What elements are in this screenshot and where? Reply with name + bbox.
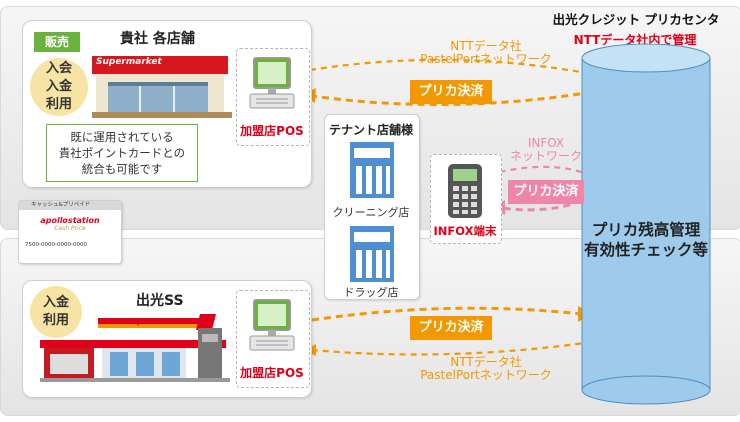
circle-line: 入金 <box>45 79 72 94</box>
bottom-network-line2: PastelPortネットワーク <box>420 368 552 382</box>
infox-payment-arrow <box>499 193 593 212</box>
bottom-network-line1: NTTデータ社 <box>450 355 522 369</box>
tenant-title: テナント店舗様 <box>328 123 413 137</box>
infox-network-line2: ネットワーク <box>509 149 582 163</box>
top-usage-circle: 入会 入金 利用 <box>30 58 88 116</box>
top-network-line2: PastelPortネットワーク <box>420 52 552 66</box>
top-network-label: NTTデータ社 PastelPortネットワーク <box>396 40 576 66</box>
note-line: 既に運用されている <box>70 130 174 144</box>
note-line: 統合も可能です <box>81 162 163 176</box>
circle-line: 入会 <box>45 61 72 76</box>
bottom-payment-pill: プリカ決済 <box>410 316 492 340</box>
center-label-line1: プリカ残高管理 <box>591 221 701 239</box>
top-payment-pill: プリカ決済 <box>410 80 492 104</box>
integration-note: 既に運用されている 貴社ポイントカードとの 統合も可能です <box>46 124 198 182</box>
infox-network-line1: INFOX <box>527 136 565 150</box>
ss-brand-text: apollostation <box>132 317 192 326</box>
card-brand: apollostation <box>40 216 100 225</box>
card-sub: Cash Price <box>54 225 86 232</box>
card-header: キャッシュ&プリペイド <box>19 201 121 210</box>
card-number: 7500-0000-0000-0000 <box>25 242 87 248</box>
drugstore-icon <box>350 226 394 282</box>
bottom-network-line <box>311 340 593 356</box>
prepaid-card: キャッシュ&プリペイド apollostation Cash Price 750… <box>18 200 122 264</box>
ss-title: 出光SS <box>136 293 184 309</box>
top-pos-label: 加盟店POS <box>240 124 304 138</box>
center-title: 出光クレジット プリカセンタ <box>552 12 720 27</box>
top-network-line1: NTTデータ社 <box>450 39 522 53</box>
center-label-line2: 有効性チェック等 <box>584 241 709 259</box>
infox-payment-pill: プリカ決済 <box>508 180 584 204</box>
prica-center-cylinder <box>581 44 711 405</box>
sales-tag: 販売 <box>34 32 80 52</box>
infox-network-line <box>499 165 593 178</box>
drugstore-label: ドラッグ店 <box>343 286 399 299</box>
note-line: 貴社ポイントカードとの <box>58 146 186 160</box>
infox-network-label: INFOX ネットワーク <box>506 137 586 163</box>
pos-terminal-icon <box>249 299 295 351</box>
cleaning-shop-icon <box>350 142 394 198</box>
bottom-network-label: NTTデータ社 PastelPortネットワーク <box>396 356 576 382</box>
cleaning-shop-label: クリーニング店 <box>332 206 410 219</box>
gas-station-illustration <box>40 314 230 382</box>
infox-terminal-label: INFOX端末 <box>433 224 497 238</box>
circle-line: 利用 <box>42 313 69 328</box>
top-network-line <box>309 58 593 76</box>
top-payment-arrow <box>311 90 593 107</box>
pos-terminal-icon <box>249 57 295 109</box>
circle-line: 利用 <box>45 97 72 112</box>
managed-note: NTTデータ社内で管理 <box>573 33 697 47</box>
circle-line: 入金 <box>42 295 69 310</box>
bottom-usage-circle: 入金 利用 <box>30 286 82 338</box>
supermarket-sign: Supermarket <box>96 57 162 67</box>
bottom-payment-arrow <box>311 306 583 322</box>
bottom-pos-label: 加盟店POS <box>240 366 304 380</box>
store-title: 貴社 各店舗 <box>120 31 195 47</box>
card-terminal-icon <box>448 164 482 218</box>
supermarket-illustration <box>92 56 232 118</box>
